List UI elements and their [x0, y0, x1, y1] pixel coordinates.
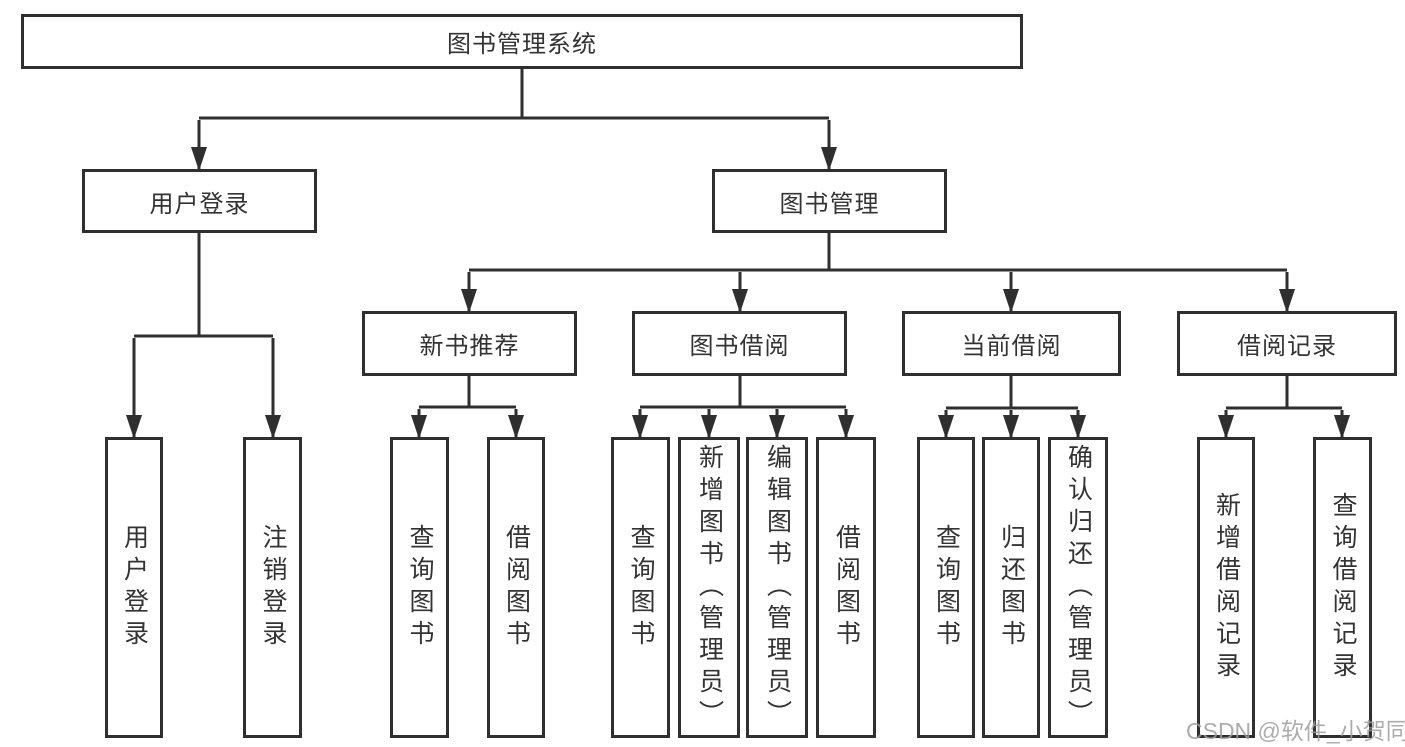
leaf-edit-book-admin-label: 编辑图书（管理员）	[763, 443, 792, 732]
node-book-management-label: 图书管理	[779, 190, 880, 218]
leaf-logout: 注销登录	[243, 437, 302, 738]
node-borrow-records-label: 借阅记录	[1237, 333, 1337, 360]
leaf-borrow-books-rec-label: 借阅图书	[502, 523, 531, 652]
node-book-borrow: 图书借阅	[632, 311, 847, 376]
leaf-query-borrow-record-label: 查询借阅记录	[1329, 491, 1357, 684]
leaf-return-books-label: 归还图书	[997, 523, 1026, 652]
leaf-borrow-books-borrow: 借阅图书	[816, 437, 876, 738]
node-borrow-records: 借阅记录	[1177, 311, 1397, 376]
leaf-add-borrow-record-label: 新增借阅记录	[1212, 491, 1241, 684]
leaf-query-books-rec-label: 查询图书	[406, 523, 434, 652]
leaf-query-borrow-record: 查询借阅记录	[1313, 437, 1372, 738]
leaf-query-books-borrow: 查询图书	[611, 437, 670, 738]
leaf-logout-label: 注销登录	[259, 523, 287, 652]
node-current-borrow-label: 当前借阅	[961, 333, 1062, 360]
leaf-add-book-admin: 新增图书（管理员）	[678, 437, 740, 738]
leaf-return-books: 归还图书	[982, 437, 1040, 738]
leaf-query-books-rec: 查询图书	[390, 437, 449, 738]
leaf-confirm-return-admin-label: 确认归还（管理员）	[1064, 443, 1093, 732]
leaf-query-books-borrow-label: 查询图书	[627, 523, 655, 652]
node-book-borrow-label: 图书借阅	[689, 333, 790, 360]
node-root-label: 图书管理系统	[447, 31, 597, 58]
node-book-management: 图书管理	[712, 169, 947, 233]
leaf-edit-book-admin: 编辑图书（管理员）	[746, 437, 808, 738]
node-root: 图书管理系统	[21, 14, 1023, 69]
leaf-query-books-current-label: 查询图书	[932, 523, 961, 652]
tree-wire-segments	[134, 69, 1342, 410]
leaf-user-login-label: 用户登录	[120, 523, 149, 652]
node-current-borrow: 当前借阅	[902, 311, 1121, 376]
node-user-login-label: 用户登录	[149, 190, 250, 218]
watermark: CSDN @软件_小贺同学	[1186, 718, 1405, 744]
leaf-borrow-books-rec: 借阅图书	[487, 437, 545, 738]
leaf-add-book-admin-label: 新增图书（管理员）	[695, 443, 724, 732]
leaf-user-login: 用户登录	[105, 437, 163, 738]
node-new-book-rec: 新书推荐	[362, 311, 577, 376]
leaf-query-books-current: 查询图书	[917, 437, 975, 738]
node-user-login: 用户登录	[82, 169, 317, 233]
leaf-borrow-books-borrow-label: 借阅图书	[832, 523, 861, 652]
leaf-confirm-return-admin: 确认归还（管理员）	[1048, 437, 1108, 738]
node-new-book-rec-label: 新书推荐	[419, 333, 520, 360]
leaf-add-borrow-record: 新增借阅记录	[1197, 437, 1255, 738]
